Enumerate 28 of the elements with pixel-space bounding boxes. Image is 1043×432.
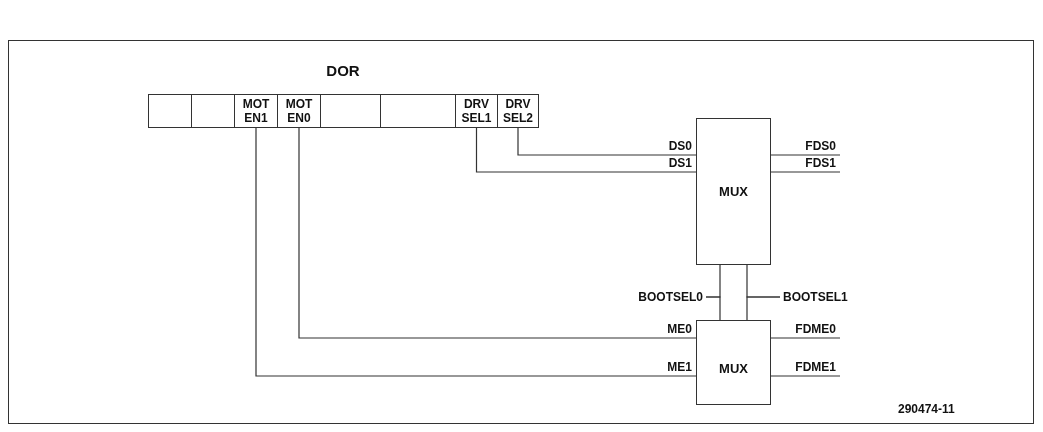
signal-label: ME1 — [667, 360, 692, 374]
register-bit-cell: MOT EN1 — [234, 94, 278, 128]
signal-line — [770, 375, 841, 377]
signal-label: FDS1 — [805, 156, 836, 170]
signal-label: FDME0 — [795, 322, 836, 336]
signal-line — [298, 127, 697, 339]
signal-line — [255, 127, 697, 377]
figure-number: 290474-11 — [898, 402, 955, 416]
signal-line — [770, 154, 841, 156]
signal-line — [746, 296, 781, 321]
signal-line — [770, 337, 841, 339]
signal-label: DS0 — [668, 139, 692, 153]
signal-name: BOOTSEL1 — [783, 290, 863, 304]
signal-label: FDS0 — [805, 139, 836, 153]
signal-line — [705, 296, 721, 321]
signal-line — [517, 127, 697, 156]
signal-label: FDME1 — [795, 360, 836, 374]
register-bit-cell: DRV SEL1 — [455, 94, 498, 128]
signal-label: ME0 — [667, 322, 692, 336]
signal-line — [770, 171, 841, 173]
multiplexer-box: MUX — [696, 118, 771, 265]
register-bit-cell: MOT EN0 — [277, 94, 321, 128]
signal-label: DS1 — [668, 156, 692, 170]
signal-line — [475, 127, 697, 173]
register-title: DOR — [325, 62, 361, 79]
register-bit-cell: DRV SEL2 — [497, 94, 539, 128]
multiplexer-box: MUX — [696, 320, 771, 405]
signal-name: BOOTSEL0 — [630, 290, 703, 304]
